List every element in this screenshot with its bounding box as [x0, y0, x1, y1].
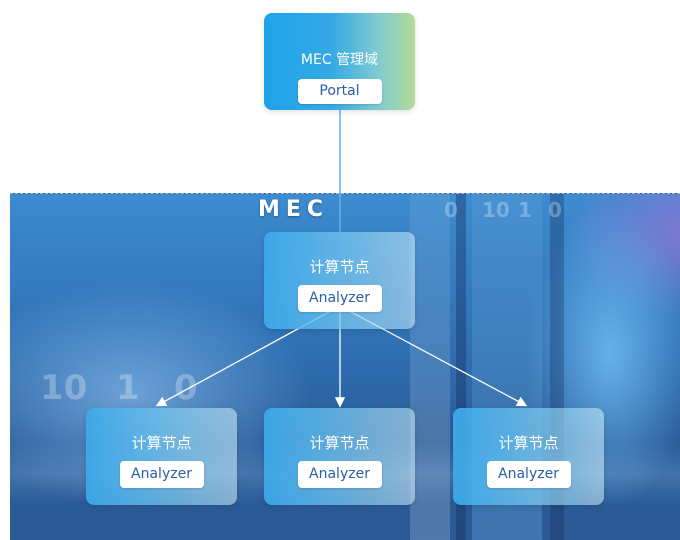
- portal-pill: Portal: [297, 79, 382, 104]
- background-digit: 0: [174, 368, 198, 408]
- mec-label: MEC: [258, 197, 330, 222]
- background-digit: 10: [482, 198, 510, 222]
- mec-management-domain-node: MEC 管理域 Portal: [264, 13, 415, 110]
- background-digit: 0: [444, 198, 458, 222]
- analyzer-pill: Analyzer: [486, 461, 571, 488]
- compute-node-title: 计算节点: [309, 434, 370, 452]
- analyzer-pill: Analyzer: [119, 461, 204, 488]
- background-digit: 1: [116, 368, 140, 408]
- background-digit: 1: [518, 198, 532, 222]
- rack-stripe: [456, 194, 466, 540]
- domain-title: MEC 管理域: [300, 52, 379, 68]
- analyzer-pill: Analyzer: [297, 285, 382, 312]
- compute-node-title: 计算节点: [498, 434, 559, 452]
- compute-node-title: 计算节点: [131, 434, 192, 452]
- background-digit: 0: [548, 198, 562, 222]
- background-digit: 10: [40, 368, 88, 408]
- compute-node-title: 计算节点: [309, 258, 370, 276]
- compute-node-left: 计算节点 Analyzer: [86, 408, 237, 505]
- compute-node-center: 计算节点 Analyzer: [264, 232, 415, 329]
- analyzer-pill: Analyzer: [297, 461, 382, 488]
- rack-stripe: [410, 194, 450, 540]
- compute-node-right: 计算节点 Analyzer: [453, 408, 604, 505]
- compute-node-middle: 计算节点 Analyzer: [264, 408, 415, 505]
